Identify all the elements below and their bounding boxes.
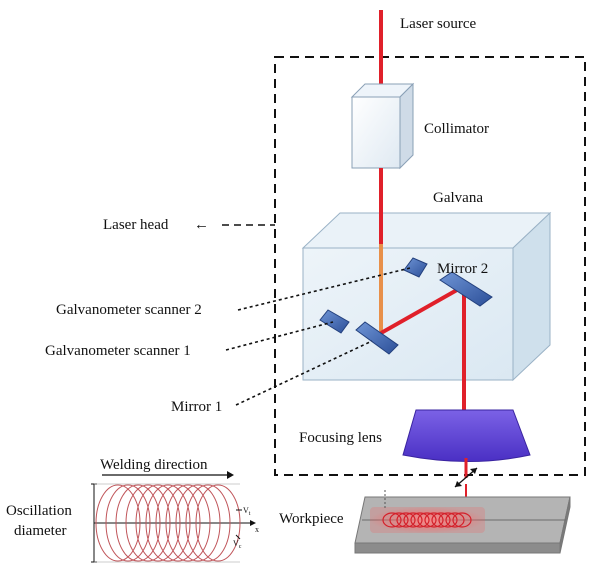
label-galvo-scanner-2: Galvanometer scanner 2 [56, 302, 202, 318]
mirror-2 [439, 271, 493, 307]
weld-spiral-ring [445, 512, 465, 528]
weld-spiral-ring [424, 512, 444, 528]
oscillation-ring [155, 484, 201, 562]
weld-spiral-ring [417, 512, 437, 528]
label-mirror-1: Mirror 1 [171, 399, 222, 415]
label-mirror-2: Mirror 2 [437, 261, 488, 277]
weld-spiral-ring [389, 512, 409, 528]
galvo-scanner-2 [403, 257, 428, 278]
laser-beam-reflected [380, 284, 465, 335]
weld-spiral-ring [452, 512, 472, 528]
weld-spiral-ring [410, 512, 430, 528]
mirror-1 [355, 321, 399, 355]
leader-lines [225, 267, 411, 406]
label-galvana: Galvana [433, 190, 483, 206]
label-welding-direction: Welding direction [100, 457, 208, 473]
weld-spiral-ring [382, 512, 402, 528]
weld-spiral-ring [396, 512, 416, 528]
label-vel-t: Vt [243, 506, 251, 517]
oscillation-ring [175, 484, 221, 562]
galvano-box [301, 211, 552, 382]
scan-arrow-icon [454, 467, 478, 488]
oscillation-ring [165, 484, 211, 562]
focusing-lens [402, 409, 531, 462]
oscillation-ring [115, 484, 161, 562]
weld-spiral-ring [403, 512, 423, 528]
arrow-left-icon: ← [194, 217, 209, 233]
oscillation-ring [125, 484, 171, 562]
label-vel-c: Vc [233, 539, 242, 550]
label-focusing-lens: Focusing lens [299, 430, 382, 446]
label-axis-x: x [255, 525, 259, 534]
weld-spiral-ring [431, 512, 451, 528]
oscillation-rings [95, 484, 241, 562]
laser-head-boundary [274, 56, 586, 476]
oscillation-ring [145, 484, 191, 562]
oscillation-ring [185, 484, 231, 562]
weld-spirals [382, 512, 472, 528]
collimator [350, 82, 415, 170]
oscillation-ring [135, 484, 181, 562]
oscillation-inset [91, 483, 256, 563]
label-diameter: diameter [14, 523, 66, 539]
weld-spiral-ring [438, 512, 458, 528]
workpiece [354, 490, 571, 554]
label-workpiece: Workpiece [279, 511, 344, 527]
label-laser-head: Laser head [103, 217, 169, 233]
galvo-scanner-1 [319, 309, 350, 334]
oscillation-ring [195, 484, 241, 562]
label-oscillation: Oscillation [6, 503, 72, 519]
label-galvo-scanner-1: Galvanometer scanner 1 [45, 343, 191, 359]
label-laser-source: Laser source [400, 16, 477, 32]
oscillation-ring [95, 484, 141, 562]
label-collimator: Collimator [424, 121, 489, 137]
oscillation-ring [105, 484, 151, 562]
